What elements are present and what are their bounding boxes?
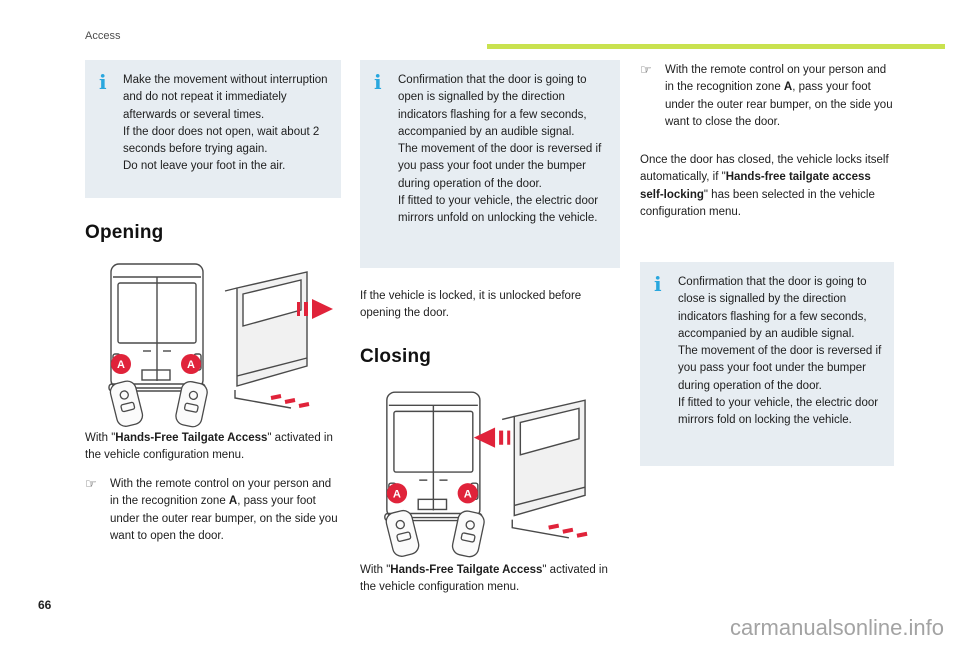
key-fob-icon <box>385 509 420 557</box>
info-icon: i <box>374 70 382 94</box>
van-opening-drawing: A A <box>108 263 333 428</box>
section-header: Access <box>85 30 121 42</box>
step-text: , pass your foot under the outer rear bu… <box>110 495 338 542</box>
zone-a-label: A <box>464 488 472 500</box>
caption-text: With " <box>85 432 116 444</box>
key-fob-icon <box>175 380 208 428</box>
step-text: With the remote control on your person a… <box>110 478 332 508</box>
info-box-text: Confirmation that the door is going to c… <box>678 276 882 426</box>
zone-a-marker: A <box>457 483 478 504</box>
key-fob-icon <box>109 380 144 427</box>
opening-caption: With "Hands-Free Tailgate Access" activa… <box>85 430 341 465</box>
zone-a-label: A <box>187 359 195 371</box>
motion-dashes <box>270 394 310 408</box>
accent-line <box>487 44 945 49</box>
info-box-opening-warning: i Make the movement without interruption… <box>85 60 341 198</box>
self-locking-text: Once the door has closed, the vehicle lo… <box>640 154 889 184</box>
open-direction-arrow-icon <box>297 299 333 319</box>
close-direction-arrow-icon <box>473 427 511 448</box>
sliding-door-outline <box>501 399 586 539</box>
caption-text: " activated in the vehicle configuration… <box>85 432 333 462</box>
closing-step-text: With the remote control on your person a… <box>665 62 896 131</box>
info-box-opening-confirmation: i Confirmation that the door is going to… <box>360 60 620 268</box>
sliding-door-outline <box>224 271 308 409</box>
opening-heading: Opening <box>85 222 164 243</box>
caption-bold-text: Hands-Free Tailgate Access <box>390 564 543 576</box>
closing-illustration: A A <box>360 378 620 558</box>
zone-a-label: A <box>393 488 401 500</box>
opening-illustration: A A <box>85 250 341 428</box>
info-icon: i <box>654 272 662 296</box>
caption-text: " activated in the vehicle configuration… <box>360 564 608 594</box>
motion-dashes <box>548 523 588 538</box>
key-fob-icon <box>451 510 485 558</box>
info-box-text: Make the movement without interruption a… <box>123 74 328 173</box>
opening-step-text: With the remote control on your person a… <box>110 476 341 545</box>
zone-a-marker: A <box>386 483 408 504</box>
info-box-text: Confirmation that the door is going to o… <box>398 74 602 224</box>
step-text: , pass your foot under the outer rear bu… <box>665 81 893 128</box>
self-locking-bold-text: Hands-free tailgate access self-locking <box>640 171 871 201</box>
closing-step: ☞ With the remote control on your person… <box>640 62 896 131</box>
van-closing-drawing: A A <box>384 391 588 558</box>
caption-bold-text: Hands-Free Tailgate Access <box>115 432 268 444</box>
pointer-icon: ☞ <box>640 62 652 77</box>
pointer-icon: ☞ <box>85 476 97 491</box>
caption-text: With " <box>360 564 391 576</box>
step-bold-text: A <box>783 81 793 94</box>
closing-heading: Closing <box>360 346 432 367</box>
unlock-note: If the vehicle is locked, it is unlocked… <box>360 290 582 320</box>
self-locking-note: Once the door has closed, the vehicle lo… <box>640 152 894 221</box>
zone-a-marker: A <box>111 354 131 374</box>
watermark: carmanualsonline.info <box>729 615 944 640</box>
step-text: With the remote control on your person a… <box>665 64 887 94</box>
closing-caption: With "Hands-Free Tailgate Access" activa… <box>360 562 620 597</box>
self-locking-text: " has been selected in the vehicle confi… <box>640 188 875 218</box>
van-rear-outline <box>384 391 483 522</box>
info-icon: i <box>99 70 107 94</box>
step-bold-text: A <box>228 495 238 508</box>
zone-a-label: A <box>117 359 125 371</box>
page-number: 66 <box>38 598 52 612</box>
zone-a-marker: A <box>181 354 201 374</box>
opening-step: ☞ With the remote control on your person… <box>85 476 341 545</box>
info-box-closing-confirmation: i Confirmation that the door is going to… <box>640 262 894 466</box>
